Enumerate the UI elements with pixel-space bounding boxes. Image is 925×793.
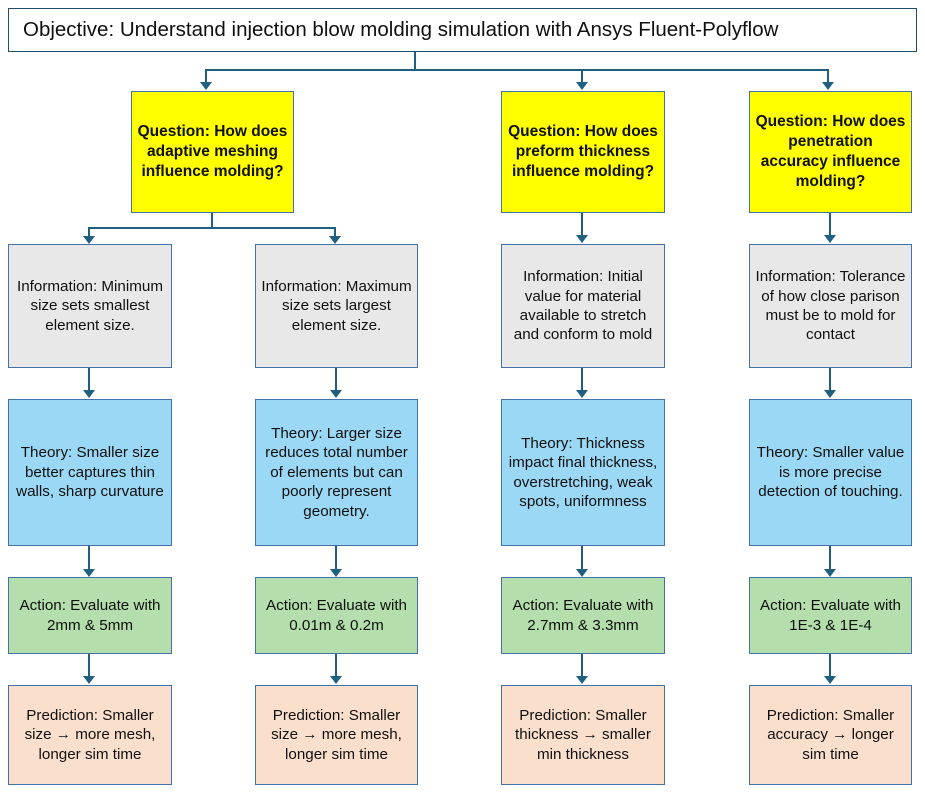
theory3-to-action3-line (581, 546, 584, 570)
theory-box-1[interactable]: Theory: Smaller size better captures thi… (8, 399, 172, 546)
theory-box-2[interactable]: Theory: Larger size reduces total number… (255, 399, 418, 546)
info4-to-theory4-line (829, 368, 832, 391)
action-box-4[interactable]: Action: Evaluate with 1E-3 & 1E-4 (749, 577, 912, 654)
arrowhead-objective-to-q3 (822, 82, 834, 90)
information-box-2[interactable]: Information: Maximum size sets largest e… (255, 244, 418, 368)
theory-box-3[interactable]: Theory: Thickness impact final thickness… (501, 399, 665, 546)
arrowhead-objective-to-q2 (576, 82, 588, 90)
theory2-to-action2-line (335, 546, 338, 570)
q1-drop-col2 (334, 227, 337, 237)
action3-to-prediction3-line (581, 654, 584, 677)
arrowhead-theory2-to-action2 (330, 569, 342, 577)
arrowhead-action3-to-prediction3 (576, 676, 588, 684)
information-box-1[interactable]: Information: Minimum size sets smallest … (8, 244, 172, 368)
theory1-to-action1-line (88, 546, 91, 570)
q1-split-trunk (211, 213, 214, 229)
action4-to-prediction4-line (829, 654, 832, 677)
action-box-2[interactable]: Action: Evaluate with 0.01m & 0.2m (255, 577, 418, 654)
arrowhead-theory4-to-action4 (824, 569, 836, 577)
objective-drop-q3 (827, 69, 830, 83)
arrowhead-q3-to-info4 (824, 235, 836, 243)
prediction-box-3[interactable]: Prediction: Smaller thickness → smaller … (501, 685, 665, 785)
action2-to-prediction2-line (335, 654, 338, 677)
action1-to-prediction1-line (88, 654, 91, 677)
arrowhead-q2-to-info3 (576, 235, 588, 243)
information-box-4[interactable]: Information: Tolerance of how close pari… (749, 244, 912, 368)
q3-to-info4-line (829, 213, 832, 236)
arrowhead-action2-to-prediction2 (330, 676, 342, 684)
theory4-to-action4-line (829, 546, 832, 570)
arrowhead-q1-to-info2 (329, 236, 341, 244)
information-box-3[interactable]: Information: Initial value for material … (501, 244, 665, 368)
q1-split-bus (88, 227, 336, 230)
arrowhead-objective-to-q1 (200, 82, 212, 90)
arrowhead-q1-to-info1 (83, 236, 95, 244)
question-box-2[interactable]: Question: How does preform thickness inf… (501, 91, 665, 213)
action-box-1[interactable]: Action: Evaluate with 2mm & 5mm (8, 577, 172, 654)
info2-to-theory2-line (335, 368, 338, 391)
arrowhead-info2-to-theory2 (330, 390, 342, 398)
arrowhead-action4-to-prediction4 (824, 676, 836, 684)
arrowhead-action1-to-prediction1 (83, 676, 95, 684)
arrowhead-info1-to-theory1 (83, 390, 95, 398)
objective-trunk-line (414, 52, 417, 71)
objective-banner: Objective: Understand injection blow mol… (8, 8, 917, 52)
question-box-3[interactable]: Question: How does penetration accuracy … (749, 91, 912, 213)
info3-to-theory3-line (581, 368, 584, 391)
objective-drop-q1 (205, 69, 208, 83)
q1-drop-col1 (88, 227, 91, 237)
arrowhead-info4-to-theory4 (824, 390, 836, 398)
prediction-box-4[interactable]: Prediction: Smaller accuracy → longer si… (749, 685, 912, 785)
q2-to-info3-line (581, 213, 584, 236)
arrowhead-theory1-to-action1 (83, 569, 95, 577)
prediction-box-2[interactable]: Prediction: Smaller size → more mesh, lo… (255, 685, 418, 785)
info1-to-theory1-line (88, 368, 91, 391)
objective-distribution-bus (205, 69, 829, 72)
theory-box-4[interactable]: Theory: Smaller value is more precise de… (749, 399, 912, 546)
objective-drop-q2 (581, 69, 584, 83)
arrowhead-info3-to-theory3 (576, 390, 588, 398)
arrowhead-theory3-to-action3 (576, 569, 588, 577)
question-box-1[interactable]: Question: How does adaptive meshing infl… (131, 91, 294, 213)
prediction-box-1[interactable]: Prediction: Smaller size → more mesh, lo… (8, 685, 172, 785)
action-box-3[interactable]: Action: Evaluate with 2.7mm & 3.3mm (501, 577, 665, 654)
